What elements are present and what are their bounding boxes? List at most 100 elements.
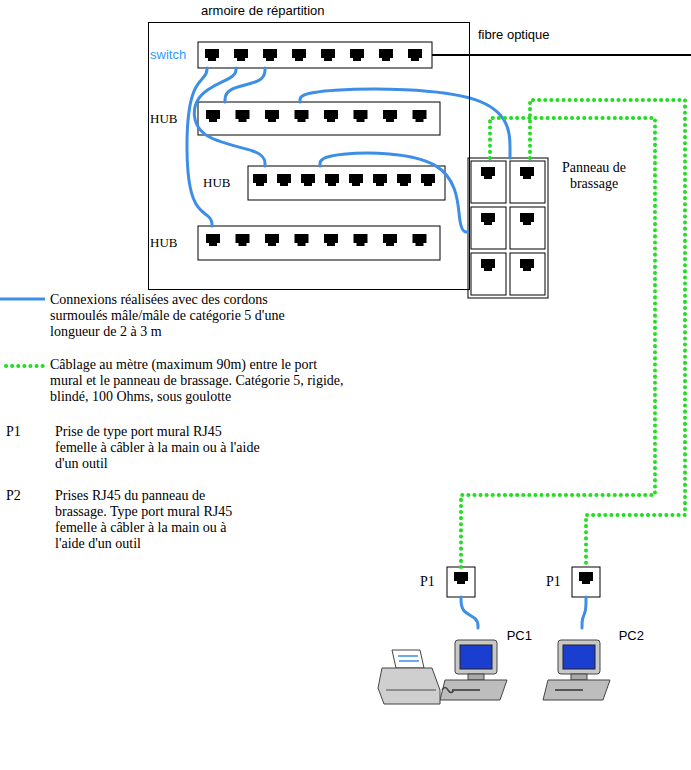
patch-cord [461,597,478,628]
pc-icon [543,640,610,700]
rj45-port [350,49,364,61]
rj45-port [520,213,534,225]
workstation: PC2 [552,628,644,703]
node-label: PC1 [507,628,532,644]
rj45-port [481,259,495,271]
legend-entry: Câblage au mètre (maximum 90m) entre le … [50,357,350,405]
patch-cord [187,68,212,226]
patch-panel-body [468,158,548,298]
patch-cord [194,68,265,166]
wall-socket: P1 [420,567,477,597]
patch-jack [471,253,506,295]
monitor [558,640,600,674]
node-label: PC2 [619,628,644,644]
rj45-port [421,174,435,186]
rj45-port [265,110,279,122]
label-holder: Prise de type port mural RJ45 femelle à … [55,424,260,472]
legend-text: Connexions réalisées avec des cordons su… [50,292,325,340]
node-label: Panneau de brassage [558,160,630,192]
rj45-port [324,110,338,122]
key-description: Prise de type port mural RJ45 femelle à … [55,424,260,472]
hub-body [248,166,445,200]
rj45-port [520,167,534,179]
rj45-port [481,213,495,225]
paper-lines [399,660,419,662]
rj45-port [321,49,335,61]
computer-case [543,680,610,700]
rj45-port [236,110,250,122]
rj45-port [383,234,397,246]
rj45-port [324,234,338,246]
patch-jack [510,161,545,203]
rj45-port [354,110,368,122]
rj45-port [292,49,306,61]
printer-slot [386,689,436,691]
patch-jack [471,161,506,203]
legend-line-sample [0,298,45,301]
connector-group [187,68,685,628]
rj45-port [454,572,468,584]
node-label: armoire de répartition [201,3,325,19]
wall-socket [572,567,600,597]
patch-panel: Panneau de brassage [468,158,630,300]
printer-icon [378,650,454,704]
rj45-port [413,234,427,246]
rj45-port [236,234,250,246]
rj45-port [263,49,277,61]
rj45-port [206,110,220,122]
rj45-port [373,174,387,186]
hub-body [198,226,440,260]
hub: HUB [150,102,440,135]
rj45-port [397,174,411,186]
link-symbol [442,688,454,693]
key-description: Prises RJ45 du panneau de brassage. Type… [55,488,237,552]
legend-entry: Connexions réalisées avec des cordons su… [50,292,325,340]
printer-body [378,668,440,704]
rj45-port [206,234,220,246]
node-label: HUB [150,235,177,251]
cabinet: armoire de répartitionswitchHUBHUBHUB [148,22,470,290]
node-label: switch [150,47,186,63]
rj45-port [265,234,279,246]
node-label: P1 [546,574,561,590]
rj45-port [379,49,393,61]
label-holder: P2 [6,488,21,504]
hub: HUB [150,226,440,260]
node-label: HUB [203,175,230,191]
rj45-port [277,174,291,186]
paper-lines [398,655,418,657]
monitor [455,640,497,674]
patch-cord [320,153,468,232]
rj45-port [579,572,593,584]
legend-dotted-sample [6,364,45,368]
key-symbol: P1 [6,424,21,440]
rj45-port [295,110,309,122]
patch-jack [510,207,545,249]
rj45-port [205,49,219,61]
screen [563,645,595,669]
node-label: HUB [150,111,177,127]
rj45-port [520,259,534,271]
patch-cord [225,68,265,102]
rj45-port [253,174,267,186]
label-holder: P1 [6,424,21,440]
switch: switch [150,42,432,68]
switch-body [198,42,432,68]
illustration [0,42,691,704]
screen [460,645,492,669]
rj45-port [349,174,363,186]
rj45-port [408,49,422,61]
rj45-port [481,167,495,179]
legend-text: Câblage au mètre (maximum 90m) entre le … [50,357,350,405]
hub-body [198,102,440,135]
computer-case [440,680,507,700]
monitor-stand [571,674,587,680]
patch-cord [300,89,510,158]
label-holder: fibre optique [478,27,550,43]
wall-socket: P1 [546,567,602,597]
rj45-port [325,174,339,186]
rj45-port [354,234,368,246]
wall-cabling [461,118,655,567]
key-symbol: P2 [6,488,21,504]
